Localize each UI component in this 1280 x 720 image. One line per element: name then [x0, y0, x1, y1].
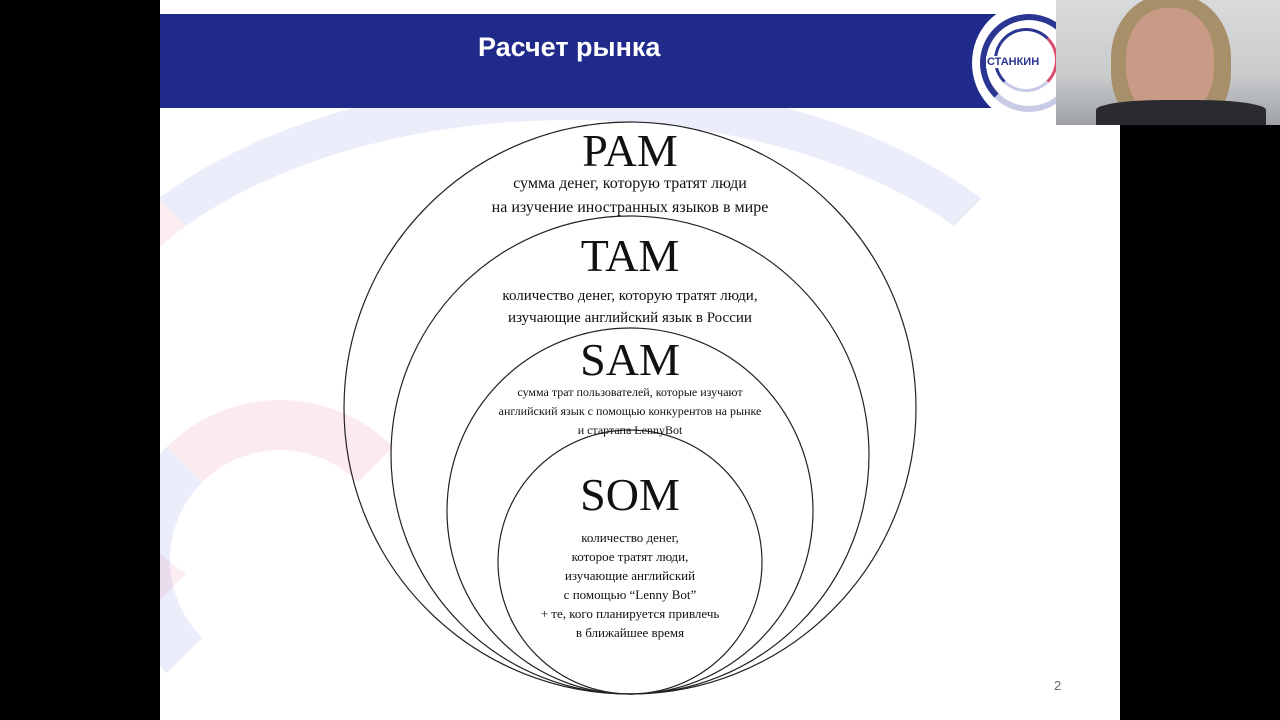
- tam-line: количество денег, которую тратят люди,: [502, 288, 758, 304]
- slide-title: Расчет рынка: [478, 32, 661, 62]
- som-line: в ближайшее время: [575, 625, 685, 640]
- sam-label: SAM: [580, 334, 680, 385]
- slide: Расчет рынка СТАНКИН PAM сумма денег, ко…: [160, 0, 1120, 720]
- pam-label: PAM: [582, 125, 678, 176]
- page-number: 2: [1054, 678, 1062, 693]
- logo-text: СТАНКИН: [986, 56, 1041, 68]
- market-circles: [343, 121, 917, 695]
- tam-line: изучающие английский язык в России: [508, 310, 752, 326]
- som-line: изучающие английский: [564, 568, 696, 583]
- som-line: количество денег,: [581, 530, 679, 545]
- som-block: SOM количество денег, которое тратят люд…: [430, 472, 830, 642]
- webcam-video: [1056, 0, 1280, 125]
- sam-block: SAM сумма трат пользователей, которые из…: [380, 337, 880, 440]
- tam-block: TAM количество денег, которую тратят люд…: [380, 233, 880, 329]
- som-circle: [497, 429, 763, 695]
- sam-line: сумма трат пользователей, которые изучаю…: [517, 385, 743, 399]
- sam-line: и стартапа LennyBot: [577, 423, 683, 437]
- som-line: с помощью “Lenny Bot”: [563, 587, 697, 602]
- som-line: + те, кого планируется привлечь: [540, 606, 720, 621]
- pam-line: на изучение иностранных языков в мире: [491, 199, 769, 216]
- tam-label: TAM: [580, 230, 680, 281]
- sam-line: английский язык с помощью конкурентов на…: [498, 404, 762, 418]
- pam-block: PAM сумма денег, которую тратят люди на …: [380, 128, 880, 220]
- som-label: SOM: [580, 469, 680, 520]
- pam-line: сумма денег, которую тратят люди: [513, 175, 747, 192]
- som-line: которое тратят люди,: [571, 549, 689, 564]
- slide-header: [160, 14, 1000, 108]
